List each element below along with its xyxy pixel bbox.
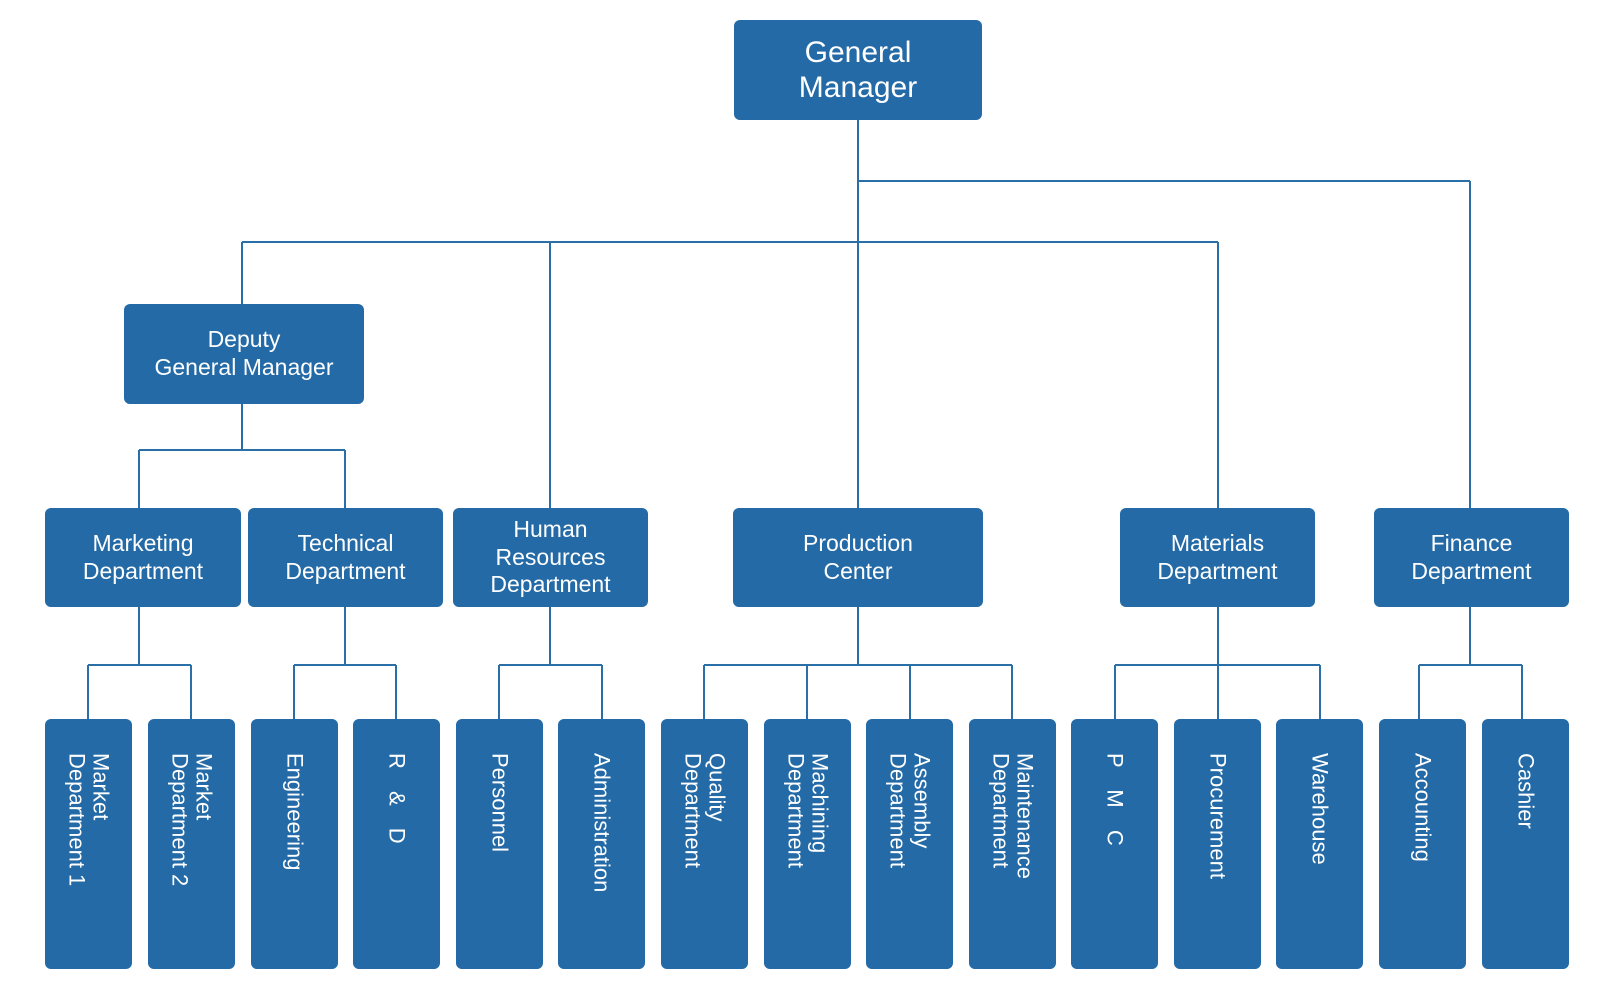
node-maintenance-department: Maintenance Department xyxy=(969,719,1056,969)
node-label: Marketing Department xyxy=(82,529,204,584)
node-label: Deputy General Manager xyxy=(154,326,334,380)
node-label: Assembly Department xyxy=(885,753,935,868)
node-label: Materials Department xyxy=(1157,529,1278,584)
node-label: Engineering xyxy=(282,753,308,871)
node-label: Cashier xyxy=(1513,753,1539,829)
node-label: Finance Department xyxy=(1411,529,1532,584)
node-label: P M C xyxy=(1102,753,1128,854)
node-finance-department: Finance Department xyxy=(1374,508,1569,607)
node-deputy-general-manager: Deputy General Manager xyxy=(124,304,364,404)
node-marketing-department: Marketing Department xyxy=(45,508,241,607)
node-assembly-department: Assembly Department xyxy=(866,719,953,969)
node-technical-department: Technical Department xyxy=(248,508,443,607)
node-administration: Administration xyxy=(558,719,645,969)
node-cashier: Cashier xyxy=(1482,719,1569,969)
node-materials-department: Materials Department xyxy=(1120,508,1315,607)
node-label: Warehouse xyxy=(1307,753,1333,865)
node-procurement: Procurement xyxy=(1174,719,1261,969)
node-human-resources-department: Human Resources Department xyxy=(453,508,648,607)
node-accounting: Accounting xyxy=(1379,719,1466,969)
node-label: Production Center xyxy=(803,529,913,584)
node-production-center: Production Center xyxy=(733,508,983,607)
node-label: Human Resources Department xyxy=(490,516,611,598)
node-label: Market Department 2 xyxy=(167,753,217,887)
node-engineering: Engineering xyxy=(251,719,338,969)
node-r-and-d: R & D xyxy=(353,719,440,969)
node-label: Accounting xyxy=(1410,753,1436,862)
node-label: R & D xyxy=(384,753,410,852)
node-pmc: P M C xyxy=(1071,719,1158,969)
node-quality-department: Quality Department xyxy=(661,719,748,969)
node-warehouse: Warehouse xyxy=(1276,719,1363,969)
node-label: Machining Department xyxy=(783,753,833,868)
node-label: Personnel xyxy=(487,753,513,853)
node-label: Procurement xyxy=(1205,753,1231,879)
node-label: Maintenance Department xyxy=(988,753,1038,879)
node-label: General Manager xyxy=(798,35,918,104)
node-label: Quality Department xyxy=(680,753,730,868)
node-label: Administration xyxy=(589,753,615,893)
node-market-department-1: Market Department 1 xyxy=(45,719,132,969)
node-label: Technical Department xyxy=(285,529,406,584)
node-general-manager: General Manager xyxy=(734,20,982,120)
node-machining-department: Machining Department xyxy=(764,719,851,969)
node-label: Market Department 1 xyxy=(64,753,114,887)
node-market-department-2: Market Department 2 xyxy=(148,719,235,969)
node-personnel: Personnel xyxy=(456,719,543,969)
